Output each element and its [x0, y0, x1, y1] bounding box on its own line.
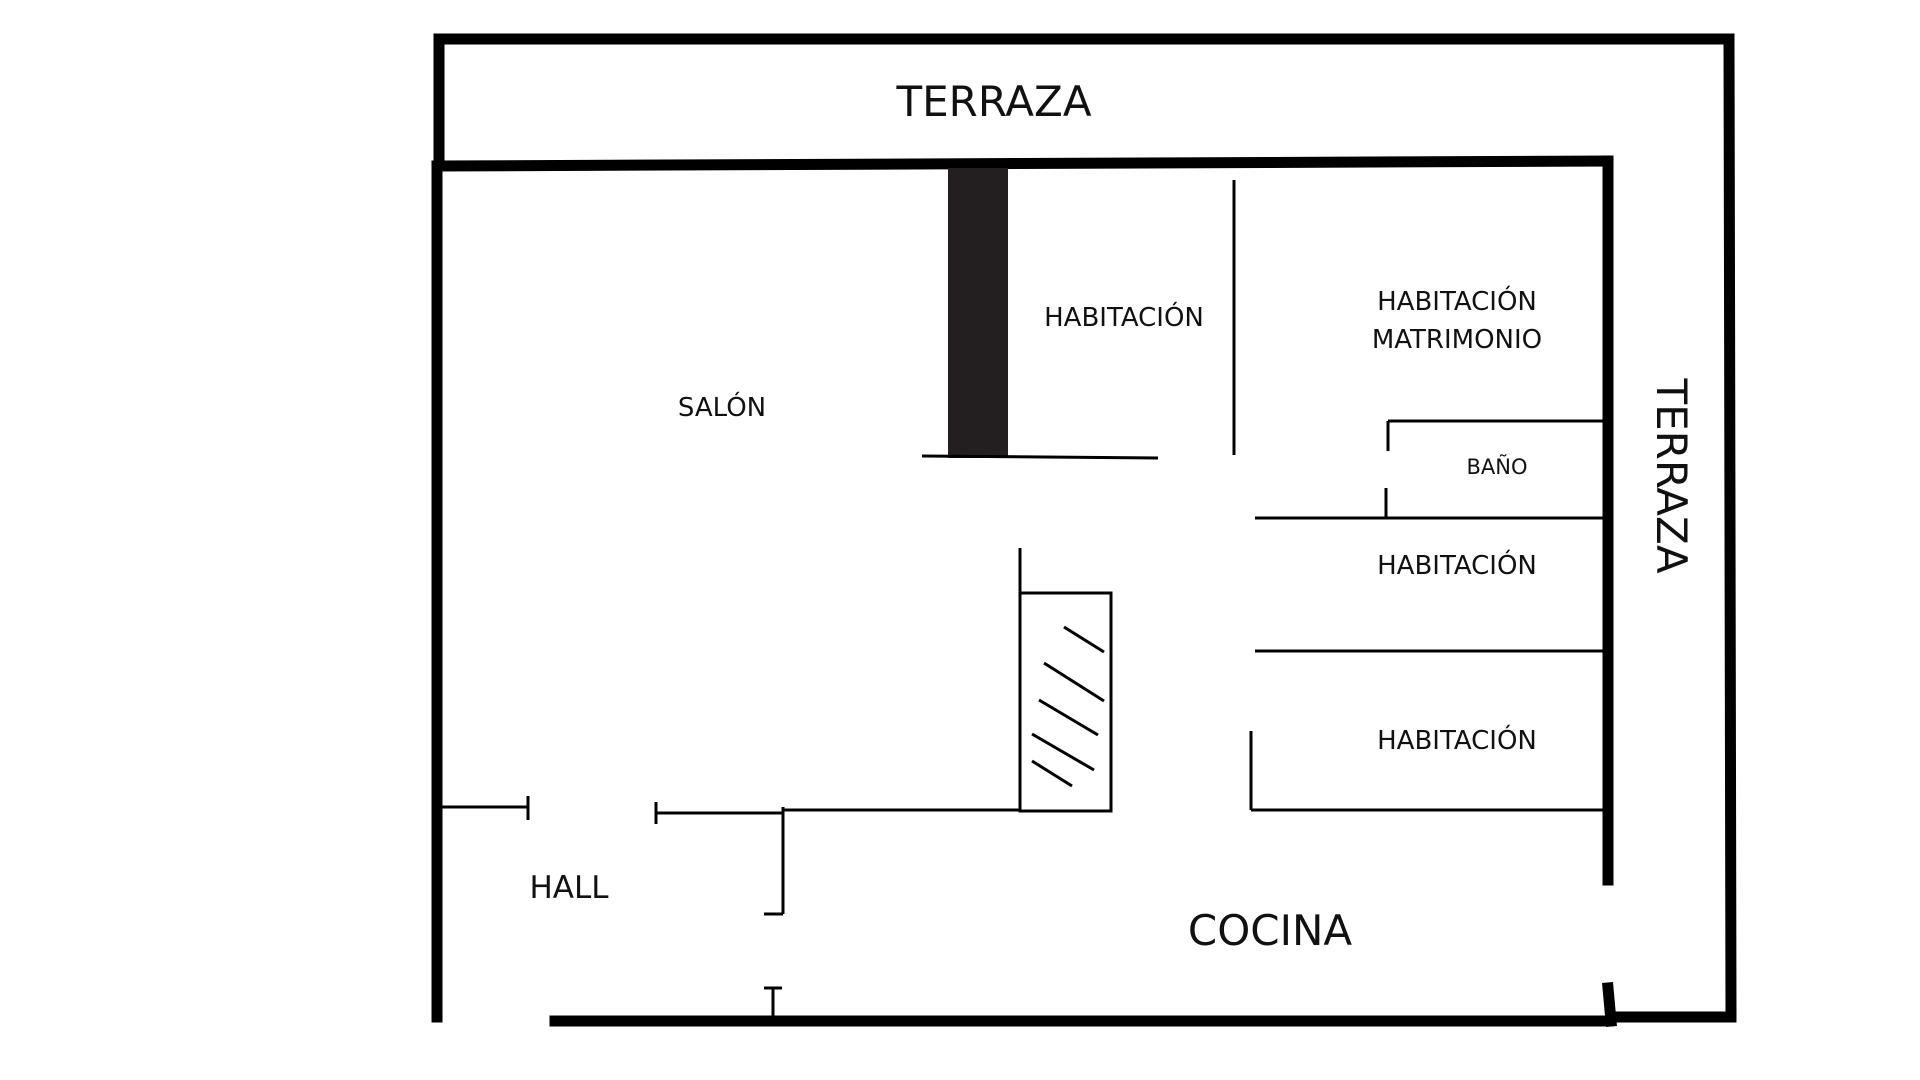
room-label-terraza-right: TERRAZA	[1647, 377, 1696, 573]
apartment-right-wall-lower	[1602, 982, 1617, 1027]
terrace-outer-right-wall	[1723, 33, 1737, 1023]
stair-hatch-4	[1031, 732, 1095, 772]
stair-shaft	[1018, 591, 1113, 813]
structural-column	[948, 168, 1008, 458]
room-label-terraza-top: TERRAZA	[895, 77, 1091, 126]
room-label-habitacion-matrimonio-line2: MATRIMONIO	[1372, 325, 1542, 355]
stair-hatch-3	[1038, 698, 1099, 737]
room-label-habitacion-1: HABITACIÓN	[1044, 301, 1204, 333]
interior-walls	[442, 180, 1608, 1019]
room-label-habitacion-3: HABITACIÓN	[1377, 724, 1537, 756]
room-label-habitacion-2: HABITACIÓN	[1377, 549, 1537, 581]
stair-hatch-1	[1063, 625, 1105, 654]
room-label-habitacion-matrimonio-line1: HABITACIÓN	[1377, 285, 1537, 317]
room-label-hall: HALL	[529, 870, 609, 906]
stair-hatch-5	[1031, 759, 1073, 788]
bedroom-1-bottom-wall	[921, 454, 1159, 460]
room-label-cocina: COCINA	[1188, 906, 1353, 955]
room-label-salon: SALÓN	[678, 391, 766, 423]
room-label-bano: BAÑO	[1466, 453, 1527, 479]
exterior-walls	[431, 33, 1737, 1027]
stair-hatch-2	[1043, 661, 1105, 703]
apartment-top-wall	[431, 155, 1614, 172]
